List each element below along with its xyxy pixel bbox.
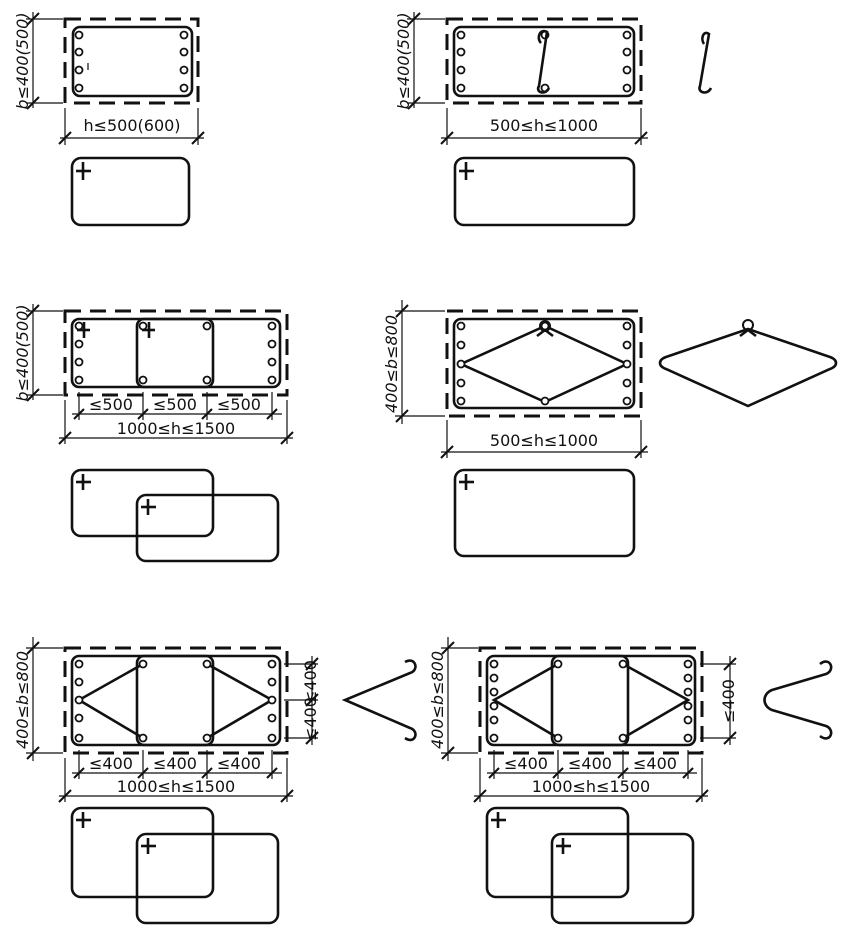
- d6-spacing-1: ≤400: [504, 754, 548, 773]
- d5-spacing-3: ≤400: [217, 754, 261, 773]
- d3-rebars: [74, 321, 277, 385]
- d2-h-dimension: 500≤h≤1000: [440, 108, 648, 145]
- d3-stirrup-shapes: [70, 468, 280, 563]
- d2-crosstie: [536, 29, 551, 94]
- d6-ties: [491, 662, 691, 740]
- d2-stirrup-shape: [453, 156, 636, 227]
- d5-concrete-outline: [63, 646, 289, 755]
- d4-stirrup: [452, 317, 636, 410]
- d6-rebars: [489, 659, 693, 743]
- d3-stirrup-b: [135, 317, 282, 389]
- d5-stirrup-a: [70, 654, 215, 747]
- d1-stirrup-shape: [70, 156, 191, 227]
- d5-stirrup-shapes: [70, 806, 280, 925]
- d5-right-dimension: ≤400 ≤400: [284, 656, 320, 745]
- d6-stirrup-a: [485, 654, 630, 747]
- d5-right-label-1: ≤400: [301, 660, 320, 704]
- d5-h-label: 1000≤h≤1500: [117, 777, 235, 796]
- d1-stirrup: [71, 25, 194, 98]
- d3-b-dimension: b≤400(500): [13, 304, 63, 402]
- d5-h-dimension: 1000≤h≤1500: [58, 758, 294, 803]
- d3-spacing-2: ≤500: [153, 395, 197, 414]
- d5-b-dimension: 400≤b≤800: [13, 637, 63, 761]
- d3-spacing-1: ≤500: [89, 395, 133, 414]
- d5-stirrup-b: [135, 654, 282, 747]
- detail-3-section: b≤400(500) ≤500 ≤500 ≤500 1000≤h≤1500: [13, 304, 294, 563]
- detail-5-section: 400≤b≤800 ≤400 ≤400 ≤400 ≤400 ≤40: [13, 637, 417, 925]
- d1-h-dimension: h≤500(600): [58, 108, 205, 145]
- d5-right-label-2: ≤400: [301, 697, 320, 741]
- detail-2-section: b≤400(500) 500≤h≤1000: [394, 12, 713, 227]
- d4-b-dimension: 400≤b≤800: [382, 300, 445, 424]
- d6-right-label: ≤400: [719, 679, 738, 723]
- d4-stirrup-shape: [453, 468, 636, 558]
- d6-b-dimension: 400≤b≤800: [428, 637, 478, 761]
- d2-rebars: [456, 30, 632, 93]
- d3-h-dimension: 1000≤h≤1500: [58, 400, 294, 445]
- d1-b-label: b≤400(500): [13, 12, 32, 109]
- d6-b-label: 400≤b≤800: [428, 651, 447, 749]
- d5-ties: [76, 662, 275, 740]
- d3-spacing-3: ≤500: [217, 395, 261, 414]
- d1-rebars: [74, 30, 189, 93]
- d1-b-dimension: b≤400(500): [13, 12, 63, 110]
- d6-h-dimension: 1000≤h≤1500: [473, 758, 709, 803]
- d5-b-label: 400≤b≤800: [13, 651, 32, 749]
- d6-spacing-dimension: ≤400 ≤400 ≤400: [487, 750, 697, 779]
- detail-1-section: b≤400(500) h≤500(600): [13, 12, 205, 227]
- d2-concrete-outline: [445, 17, 643, 105]
- detail-6-section: 400≤b≤800 ≤400 ≤400 ≤400 ≤400: [428, 637, 833, 925]
- d1-h-label: h≤500(600): [83, 116, 180, 135]
- d6-concrete-outline: [478, 646, 704, 755]
- d3-concrete-outline: [63, 309, 289, 397]
- d5-spacing-1: ≤400: [89, 754, 133, 773]
- d4-rebars: [456, 321, 632, 406]
- d3-spacing-dimension: ≤500 ≤500 ≤500: [72, 392, 282, 420]
- d1-concrete-outline: [63, 17, 200, 105]
- d6-spacing-2: ≤400: [568, 754, 612, 773]
- d4-diamond-shape: [658, 319, 838, 408]
- d6-h-label: 1000≤h≤1500: [532, 777, 650, 796]
- d4-diamond-tie: [457, 324, 631, 404]
- d5-spacing-2: ≤400: [153, 754, 197, 773]
- d2-b-dimension: b≤400(500): [394, 12, 445, 110]
- d5-spacing-dimension: ≤400 ≤400 ≤400: [72, 750, 282, 779]
- d6-tie-shape: [763, 660, 833, 740]
- d6-stirrup-shapes: [485, 806, 695, 925]
- detail-4-section: 400≤b≤800 500≤h≤1000: [382, 300, 838, 558]
- d6-stirrup-b: [550, 654, 697, 747]
- d4-h-dimension: 500≤h≤1000: [440, 420, 648, 459]
- d6-spacing-3: ≤400: [633, 754, 677, 773]
- d5-tie-shape: [341, 659, 417, 742]
- d3-h-label: 1000≤h≤1500: [117, 419, 235, 438]
- d3-b-label: b≤400(500): [13, 304, 32, 401]
- d2-crosstie-shape: [698, 31, 713, 94]
- d2-stirrup: [452, 25, 636, 98]
- d2-b-label: b≤400(500): [394, 12, 413, 109]
- d4-b-label: 400≤b≤800: [382, 315, 401, 413]
- d2-h-label: 500≤h≤1000: [490, 116, 598, 135]
- d5-rebars: [74, 659, 277, 743]
- d4-h-label: 500≤h≤1000: [490, 431, 598, 450]
- d6-right-dimension: ≤400: [700, 656, 738, 745]
